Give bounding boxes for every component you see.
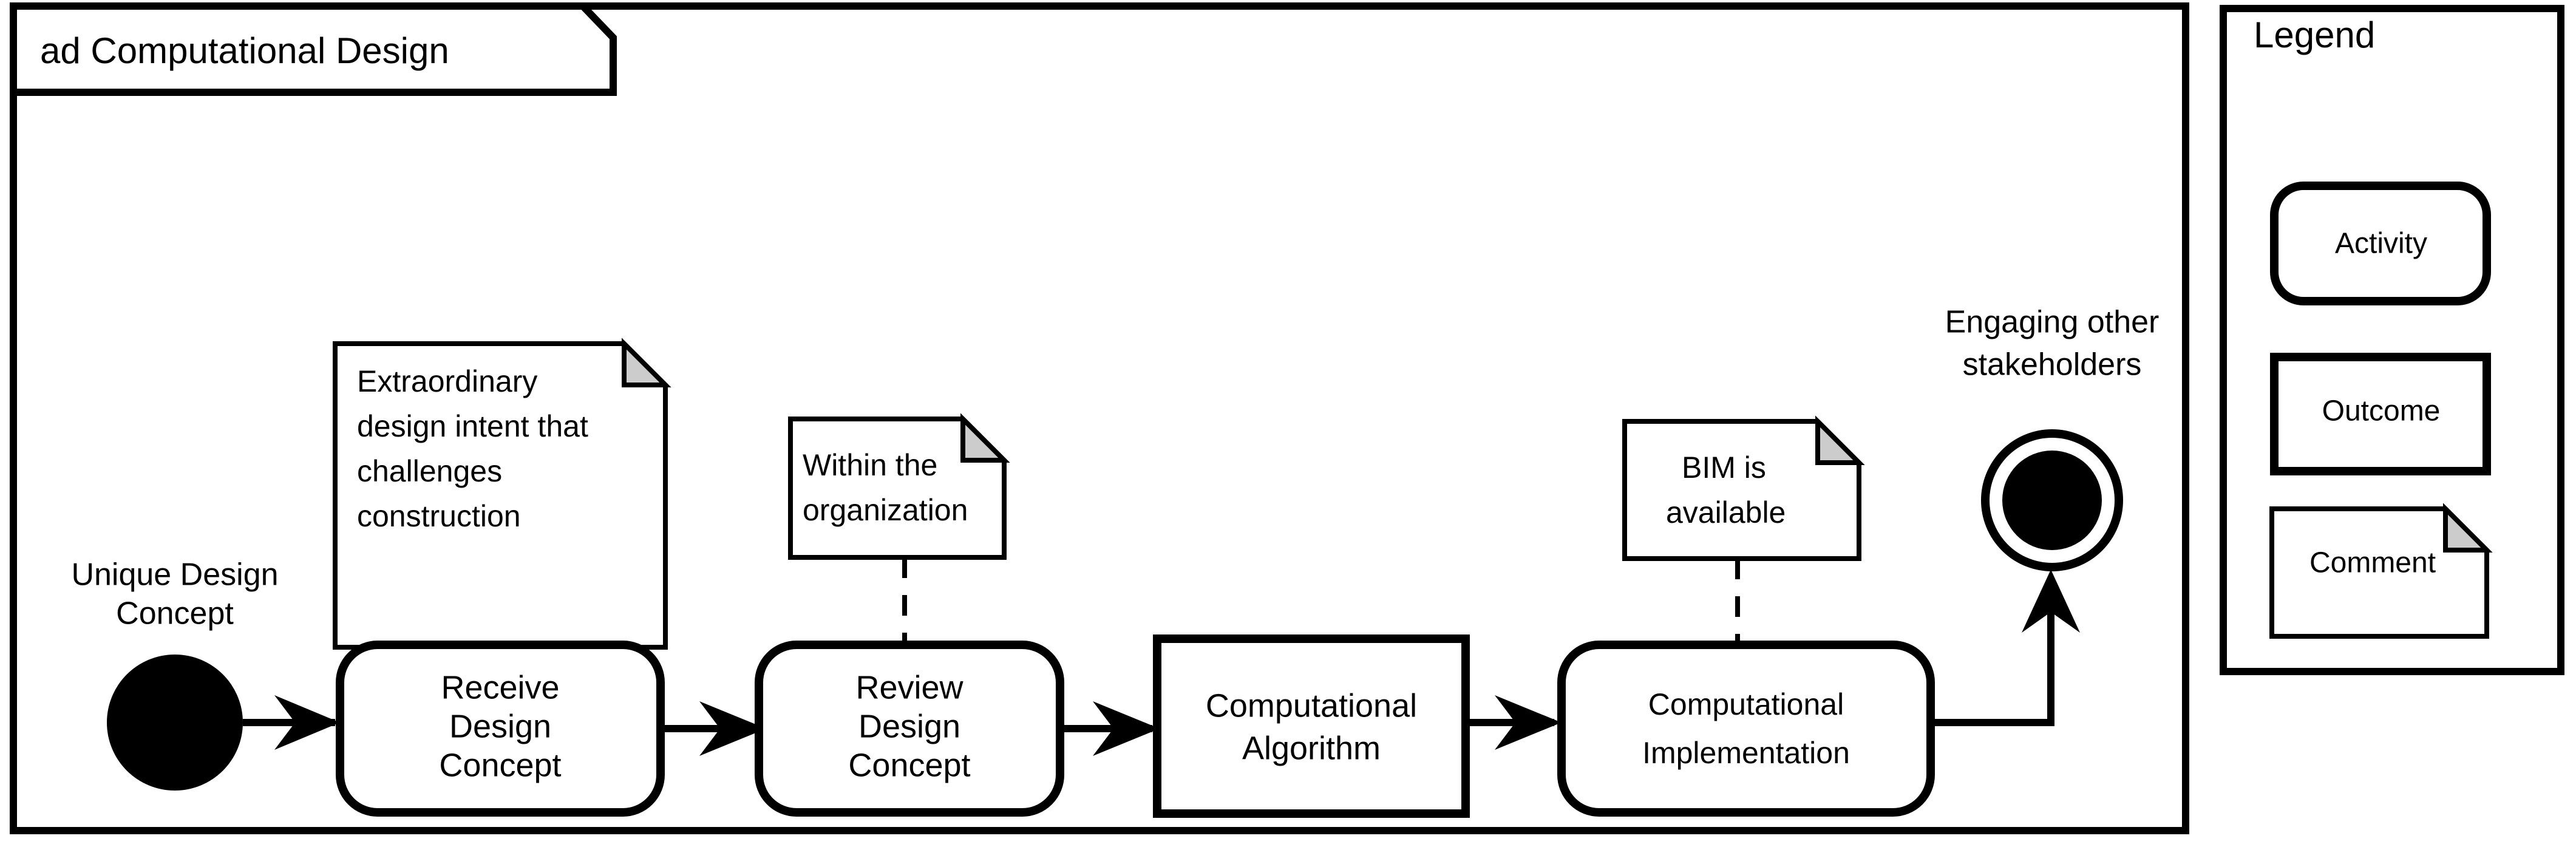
note-body[interactable] — [333, 341, 668, 650]
activity-computational-implementation[interactable]: Computational Implementation — [1557, 641, 1935, 817]
legend-activity-shape[interactable] — [2270, 182, 2491, 305]
note-body[interactable] — [788, 417, 1007, 560]
activity-label-line3: Concept — [848, 747, 970, 783]
note-organization-group[interactable]: Within the organization — [788, 413, 1010, 560]
legend-title-label: Legend — [2254, 15, 2375, 55]
activity-shape[interactable] — [1557, 641, 1935, 817]
note-line: Extraordinary — [357, 364, 537, 398]
arrowhead-icon — [2022, 570, 2080, 633]
final-node-label-line1: Engaging other — [1945, 305, 2160, 340]
note-line: organization — [803, 493, 968, 527]
legend-activity-label: Activity — [2335, 228, 2427, 260]
initial-node-group: Unique Design Concept — [71, 557, 279, 791]
initial-node-label-line1: Unique Design — [71, 557, 278, 593]
note-fold-corner-icon — [622, 338, 671, 387]
legend-comment-fold-corner-icon — [2443, 503, 2493, 553]
activity-label-line1: Review — [855, 669, 963, 706]
final-node-ring[interactable] — [1981, 429, 2123, 571]
initial-node-circle[interactable] — [107, 655, 243, 791]
note-fold-corner-icon — [1815, 415, 1865, 465]
final-node-label-line2: stakeholders — [1963, 347, 2142, 383]
flow-implementation-to-final — [1931, 570, 2080, 726]
flow-start-to-receive — [243, 695, 340, 750]
final-node-group: Engaging other stakeholders — [1945, 305, 2160, 571]
legend-panel: Legend Activity Outcome Comment — [2220, 5, 2564, 675]
legend-comment-label: Comment — [2309, 547, 2436, 579]
note-bim-group[interactable]: BIM is available — [1622, 415, 1865, 561]
note-extraordinary-group[interactable]: Extraordinary design intent that challen… — [333, 338, 671, 651]
activity-label-line2: Implementation — [1642, 736, 1850, 770]
activity-label-line3: Concept — [439, 747, 561, 783]
legend-outcome-label: Outcome — [2322, 395, 2441, 427]
outcome-label-line1: Computational — [1206, 687, 1417, 724]
activity-label-line2: Design — [449, 708, 551, 744]
activity-label-line1: Computational — [1648, 687, 1844, 721]
note-fold-corner-icon — [960, 413, 1010, 463]
outcome-shape[interactable] — [1153, 634, 1470, 818]
frame-title-label: ad Computational Design — [40, 30, 449, 71]
arrowhead-icon — [1093, 701, 1160, 756]
legend-comment-shape[interactable] — [2269, 506, 2489, 639]
initial-node-label-line2: Concept — [116, 596, 234, 631]
outcome-label-line2: Algorithm — [1242, 730, 1381, 766]
activity-label-line1: Receive — [441, 669, 559, 706]
outcome-computational-algorithm[interactable]: Computational Algorithm — [1153, 634, 1470, 818]
legend-item-outcome[interactable]: Outcome — [2270, 353, 2491, 475]
frame-title-tab — [10, 2, 617, 96]
final-node-core[interactable] — [2002, 451, 2102, 550]
flow-algorithm-to-implementation — [1466, 695, 1562, 750]
flow-elbow-segment — [1931, 587, 2054, 726]
legend-outcome-shape[interactable] — [2270, 353, 2491, 475]
flow-review-to-algorithm — [1060, 701, 1160, 756]
flow-receive-to-review — [661, 701, 766, 756]
activity-review-design-concept[interactable]: Review Design Concept — [755, 641, 1064, 817]
note-line: design intent that — [357, 409, 588, 443]
note-line: available — [1666, 495, 1786, 529]
note-line: construction — [357, 499, 521, 533]
note-line: BIM is — [1682, 451, 1766, 485]
legend-item-activity[interactable]: Activity — [2270, 182, 2491, 305]
arrowhead-icon — [699, 701, 766, 756]
note-body[interactable] — [1622, 419, 1861, 561]
activity-receive-design-concept[interactable]: Receive Design Concept — [336, 641, 665, 817]
activity-label-line2: Design — [858, 708, 960, 744]
arrowhead-icon — [274, 695, 340, 750]
arrowhead-icon — [1495, 695, 1562, 750]
note-line: Within the — [803, 448, 937, 482]
legend-item-comment[interactable]: Comment — [2269, 503, 2493, 639]
note-line: challenges — [357, 454, 502, 488]
